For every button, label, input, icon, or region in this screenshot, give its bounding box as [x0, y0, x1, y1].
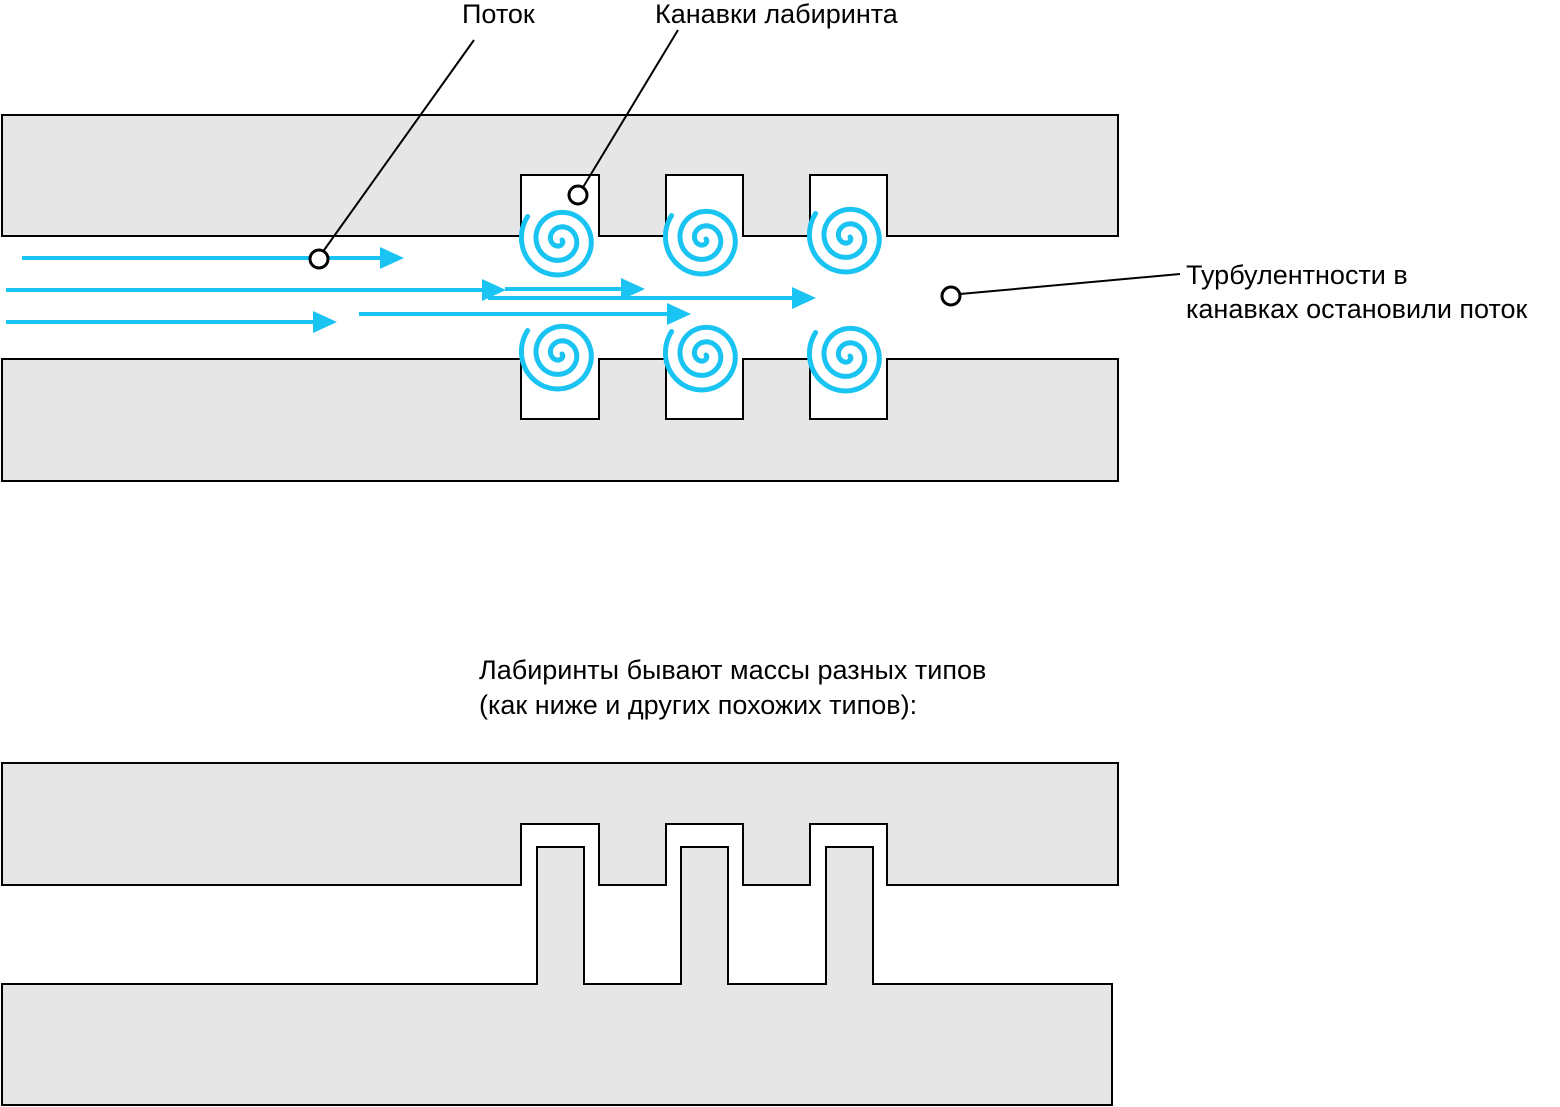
turbulence-spiral-5	[662, 324, 738, 393]
flow-arrow-1	[22, 247, 404, 269]
caption-line2: (как ниже и других похожих типов):	[479, 690, 917, 720]
turbulence-spiral-2	[662, 208, 738, 277]
turbulence-spiral-3	[806, 206, 882, 275]
flow-arrows	[6, 247, 816, 333]
turbulence-spiral-1	[518, 209, 594, 278]
label-flow: Поток	[462, 0, 535, 29]
leader-turbulence	[940, 273, 1181, 307]
leader-flow	[308, 39, 475, 270]
lower-wall-with-grooves	[1, 358, 1119, 482]
turbulence-spiral-4	[518, 323, 594, 392]
turbulence-spiral-6	[806, 325, 882, 394]
label-turbulence-line1: Турбулентности в	[1186, 260, 1408, 290]
interlock-upper-wall	[1, 762, 1119, 886]
label-grooves: Канавки лабиринта	[655, 0, 899, 29]
flow-arrow-4	[505, 278, 645, 300]
caption-line1: Лабиринты бывают массы разных типов	[479, 655, 986, 685]
interlock-lower-wall	[1, 846, 1113, 1106]
label-turbulence-line2: канавках остановили поток	[1186, 294, 1528, 324]
flow-arrow-2	[6, 279, 506, 301]
flow-arrow-5	[488, 287, 816, 309]
leader-grooves	[567, 29, 679, 206]
flow-arrow-3	[6, 311, 337, 333]
upper-wall-with-grooves	[1, 114, 1119, 237]
turbulence-spirals	[518, 206, 882, 394]
flow-arrow-6	[359, 303, 691, 325]
